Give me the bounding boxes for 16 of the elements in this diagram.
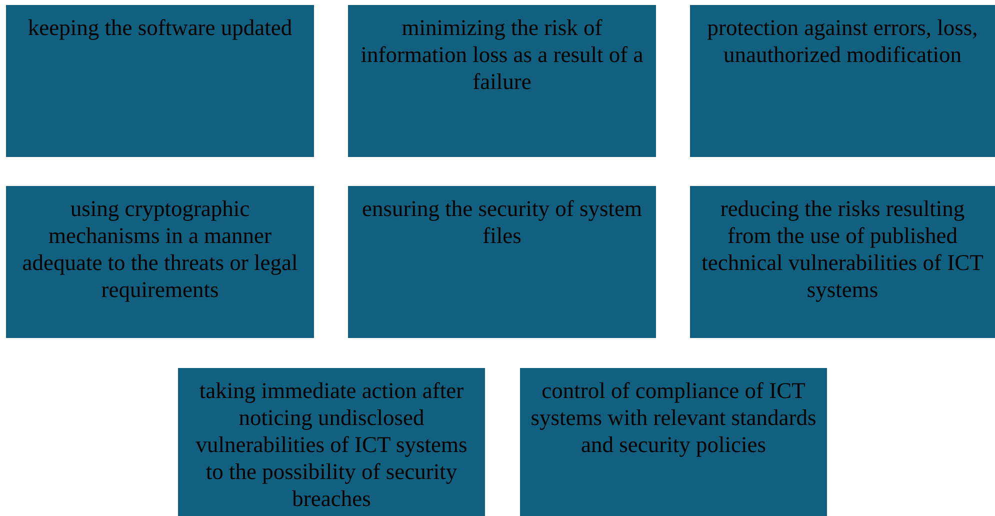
process-box xyxy=(348,186,656,338)
process-box xyxy=(6,5,314,157)
box-text: ensuring the security of system files xyxy=(361,195,643,249)
process-box xyxy=(348,5,656,157)
box-text: using cryptographic mechanisms in a manner adequate to the threats or legal requirements xyxy=(21,195,299,303)
box-text: control of compliance of ICT systems with relevant standards and security policies xyxy=(530,377,818,458)
box-text: minimizing the risk of information loss as a result of a failure xyxy=(360,14,644,95)
box-text: keeping the software updated xyxy=(26,14,294,41)
process-box xyxy=(690,186,995,338)
process-box xyxy=(178,368,485,516)
process-box xyxy=(6,186,314,338)
process-box xyxy=(520,368,827,516)
box-text: protection against errors, loss, unauthorized modification xyxy=(706,14,979,68)
box-text: taking immediate action after noticing undisclosed vulnerabilities of ICT systems to the possibility of security breaches xyxy=(194,377,468,512)
process-box xyxy=(690,5,995,157)
box-text: reducing the risks resulting from the use of published technical vulnerabilities of ICT systems xyxy=(700,195,984,303)
